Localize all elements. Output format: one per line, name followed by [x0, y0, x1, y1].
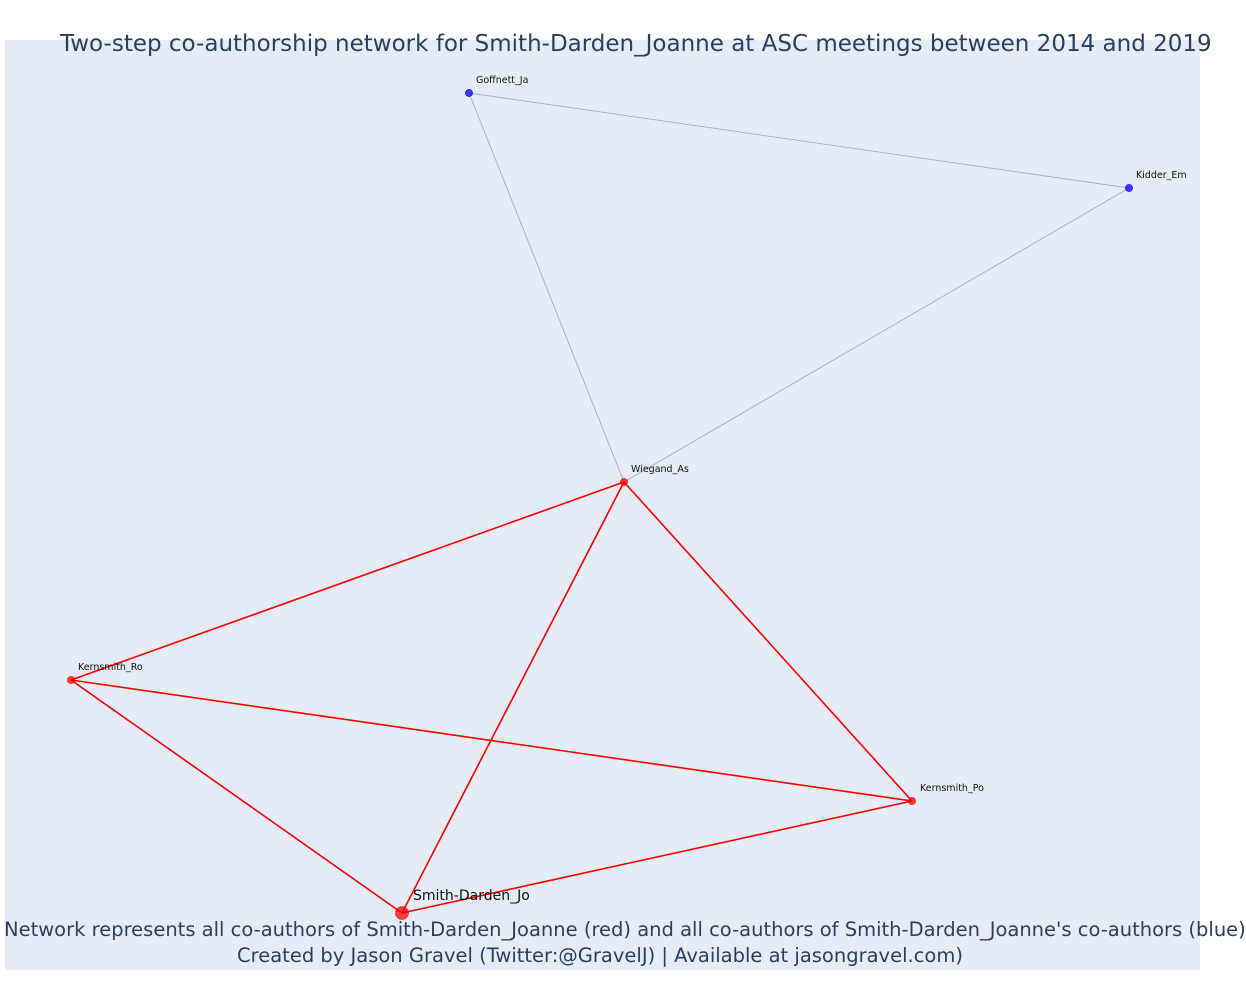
edge-goffnett-kidder — [468, 92, 1130, 189]
network-graph: Smith-Darden_Jo Wiegand_AsKernsmith_RoKer… — [67, 75, 1187, 920]
edges-layer — [70, 92, 1130, 914]
node-smith[interactable] — [395, 906, 409, 920]
edge-kernsmith_ro-smith — [70, 679, 403, 914]
edge-smith-kernsmith_po — [401, 800, 913, 914]
node-goffnett[interactable] — [465, 89, 473, 97]
node-kidder[interactable] — [1125, 184, 1133, 192]
node-kernsmith_ro[interactable] — [67, 676, 75, 684]
footer-description: Network represents all co-authors of Smi… — [4, 918, 1246, 941]
edge-wiegand-kernsmith_ro — [70, 481, 625, 681]
node-label-goffnett: Goffnett_Ja — [476, 75, 528, 86]
edge-goffnett-wiegand — [468, 92, 625, 483]
edge-kidder-wiegand — [623, 187, 1130, 483]
node-kernsmith_po[interactable] — [908, 797, 916, 805]
edge-wiegand-smith — [401, 481, 625, 914]
node-label-kidder: Kidder_Em — [1136, 170, 1187, 181]
node-wiegand[interactable] — [620, 478, 628, 486]
edge-wiegand-kernsmith_po — [623, 481, 913, 802]
chart-title: Two-step co-authorship network for Smith… — [60, 31, 1212, 57]
labels-layer: Smith-Darden_Jo Wiegand_AsKernsmith_RoKer… — [78, 75, 1187, 904]
plot-background — [5, 40, 1200, 970]
nodes-layer — [67, 89, 1133, 920]
edge-kernsmith_ro-kernsmith_po — [70, 679, 913, 802]
node-label-wiegand: Wiegand_As — [631, 464, 689, 475]
node-label-kernsmith_ro: Kernsmith_Ro — [78, 662, 143, 673]
node-label-kernsmith_po: Kernsmith_Po — [920, 783, 984, 794]
node-label-smith: Smith-Darden_Jo — [413, 888, 530, 904]
footer-credit: Created by Jason Gravel (Twitter:@Gravel… — [237, 944, 963, 967]
